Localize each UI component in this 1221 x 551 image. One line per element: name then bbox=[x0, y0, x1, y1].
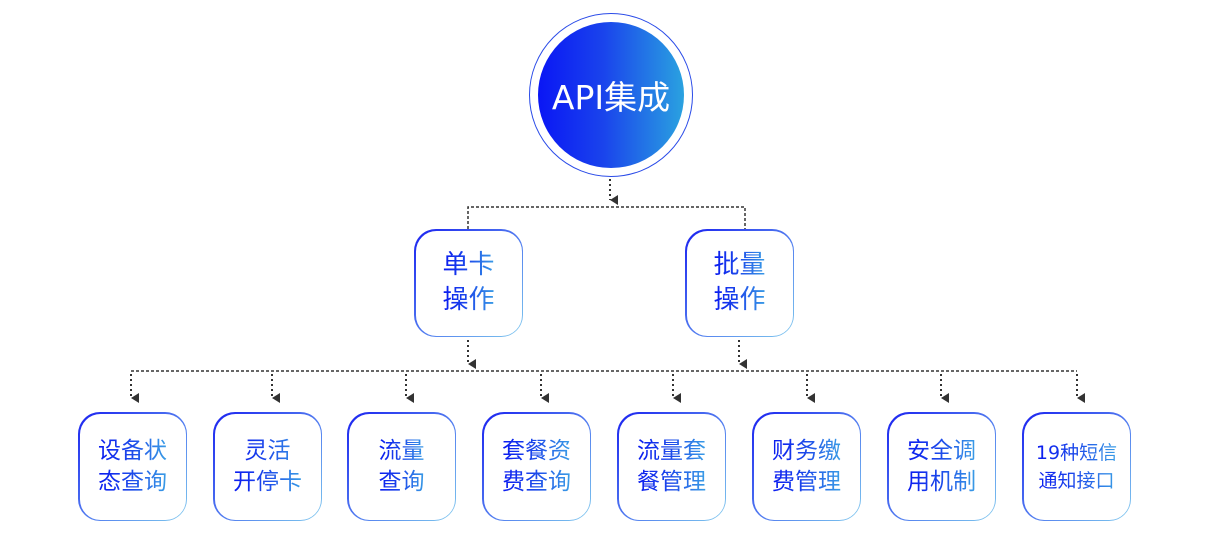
branch-node-label: 单卡 操作 bbox=[442, 248, 494, 318]
leaf-node-traffic-query: 流量 查询 bbox=[347, 412, 456, 521]
branch-bus-line bbox=[467, 206, 746, 229]
leaf-node-device-status: 设备状 态查询 bbox=[78, 412, 187, 521]
leaf-node-traffic-plan-management: 流量套 餐管理 bbox=[617, 412, 726, 521]
leaf-node-label: 设备状 态查询 bbox=[98, 436, 167, 498]
root-node-label: API集成 bbox=[551, 78, 671, 117]
leaf-node-security-mechanism: 安全调 用机制 bbox=[887, 412, 996, 521]
leaf-node-sms-notification: 19种短信 通知接口 bbox=[1022, 412, 1131, 521]
leaf-node-card-activation: 灵活 开停卡 bbox=[213, 412, 322, 521]
root-node: API集成 bbox=[538, 22, 684, 168]
leaf-node-label: 套餐资 费查询 bbox=[502, 436, 571, 498]
leaf-node-label: 灵活 开停卡 bbox=[233, 436, 302, 498]
leaf-node-plan-fee-query: 套餐资 费查询 bbox=[482, 412, 591, 521]
branch-node-batch: 批量 操作 bbox=[685, 229, 794, 337]
leaf-node-label: 流量 查询 bbox=[379, 436, 425, 498]
leaf-node-finance-payment: 财务缴 费管理 bbox=[752, 412, 861, 521]
leaf-node-label: 财务缴 费管理 bbox=[772, 436, 841, 498]
leaf-node-label: 安全调 用机制 bbox=[907, 436, 976, 498]
leaf-node-label: 19种短信 通知接口 bbox=[1036, 439, 1117, 495]
branch-node-single-card: 单卡 操作 bbox=[414, 229, 523, 337]
leaf-node-label: 流量套 餐管理 bbox=[637, 436, 706, 498]
branch-node-label: 批量 操作 bbox=[713, 248, 765, 318]
